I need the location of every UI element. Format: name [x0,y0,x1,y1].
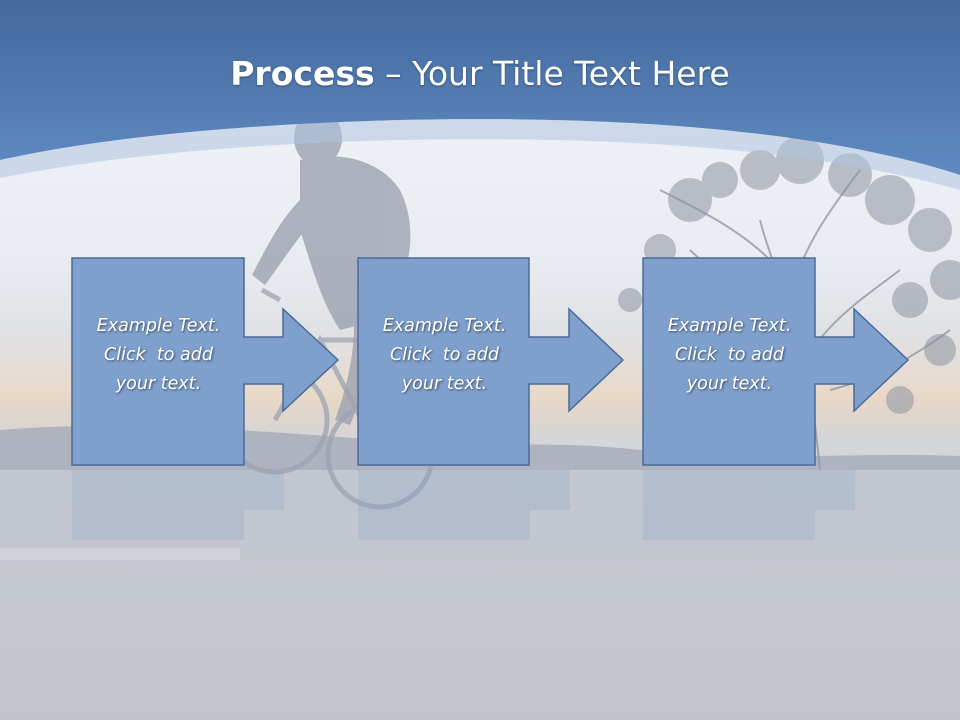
step-text-line: Example Text. [382,316,507,336]
process-step-3-text[interactable]: Example Text. Click to add your text. [643,312,816,399]
title-bold-part: Process [230,54,375,93]
step-text-line: Example Text. [96,316,221,336]
step-text-line: your text. [401,374,488,394]
step-text-line: Click to add [104,345,213,365]
step-text-line: Click to add [675,345,784,365]
title-rest-part: – Your Title Text Here [374,54,730,93]
process-step-3-shape [642,257,910,466]
process-step-2-text[interactable]: Example Text. Click to add your text. [358,312,531,399]
step-text-line: your text. [686,374,773,394]
step-text-line: your text. [115,374,202,394]
step-text-line: Example Text. [667,316,792,336]
process-step-1-text[interactable]: Example Text. Click to add your text. [72,312,245,399]
process-step-1-shape [71,257,340,466]
slide-title[interactable]: Process – Your Title Text Here [0,52,960,96]
process-step-2-shape [357,257,625,466]
step-text-line: Click to add [390,345,499,365]
